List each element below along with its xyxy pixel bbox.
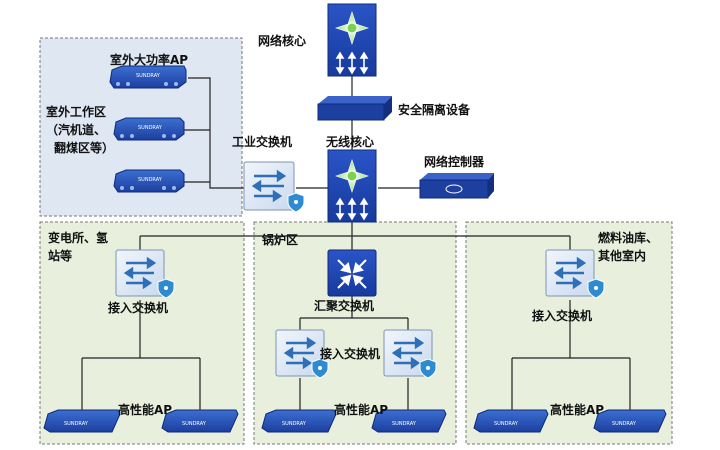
ap-brand-label: SUNDRAY [282,421,307,427]
wireless-core-icon [327,149,377,223]
ap-brand-label: SUNDRAY [136,73,161,79]
access-switch-mid-right-icon [383,329,437,379]
high-perf-ap-icon: SUNDRAY [473,409,549,433]
outdoor-ap-label: 室外大功率AP [110,52,188,67]
high-perf-ap-icon: SUNDRAY [161,409,239,433]
outdoor-ap-2-icon: SUNDRAY [113,117,185,141]
substation-label-1: 变电所、氢 [48,230,108,245]
high-perf-ap-icon: SUNDRAY [593,409,667,433]
aggregation-switch-icon [327,249,377,297]
security-device-icon [317,96,392,121]
access-switch-mid-label: 接入交换机 [320,346,380,361]
industrial-switch-label: 工业交换机 [232,134,292,149]
access-switch-left-label: 接入交换机 [108,300,168,315]
ap-brand-label: SUNDRAY [182,421,207,427]
high-perf-ap-icon: SUNDRAY [261,409,337,433]
ap-brand-label: SUNDRAY [494,421,519,427]
high-perf-ap-left-label: 高性能AP [118,402,172,417]
ap-brand-label: SUNDRAY [64,421,89,427]
ap-brand-label: SUNDRAY [138,125,163,131]
high-perf-ap-icon: SUNDRAY [43,409,121,433]
outdoor-ap-3-icon: SUNDRAY [113,169,185,193]
access-switch-left-icon [115,249,175,299]
boiler-zone-label: 锅炉区 [262,232,298,247]
network-core-label: 网络核心 [258,33,306,48]
access-switch-right-icon [545,249,605,299]
outdoor-zone-label-2: （汽机道、 [46,122,106,137]
substation-label-2: 站等 [48,248,72,263]
outdoor-ap-1-icon: SUNDRAY [109,65,187,89]
ap-brand-label: SUNDRAY [138,177,163,183]
network-core-icon [327,3,377,77]
connection-lines [81,76,631,410]
high-perf-ap-icon: SUNDRAY [371,409,447,433]
wireless-core-label: 无线核心 [325,134,374,149]
industrial-switch-icon [243,161,305,213]
aggregation-switch-label: 汇聚交换机 [314,298,374,313]
high-perf-ap-mid-label: 高性能AP [334,402,388,417]
network-controller-icon [419,173,494,199]
ap-brand-label: SUNDRAY [612,421,637,427]
access-switch-mid-left-icon [275,329,329,379]
network-controller-label: 网络控制器 [424,154,485,169]
fuel-zone-label-1: 燃料油库、 [598,230,658,245]
ap-brand-label: SUNDRAY [392,421,417,427]
fuel-zone-label-2: 其他室内 [598,248,646,263]
outdoor-zone-label-3: 翻煤区等） [54,140,114,155]
outdoor-zone-label-1: 室外工作区 [46,104,106,119]
security-device-label: 安全隔离设备 [398,102,471,117]
high-perf-ap-right-label: 高性能AP [550,402,604,417]
access-switch-right-label: 接入交换机 [532,308,592,323]
